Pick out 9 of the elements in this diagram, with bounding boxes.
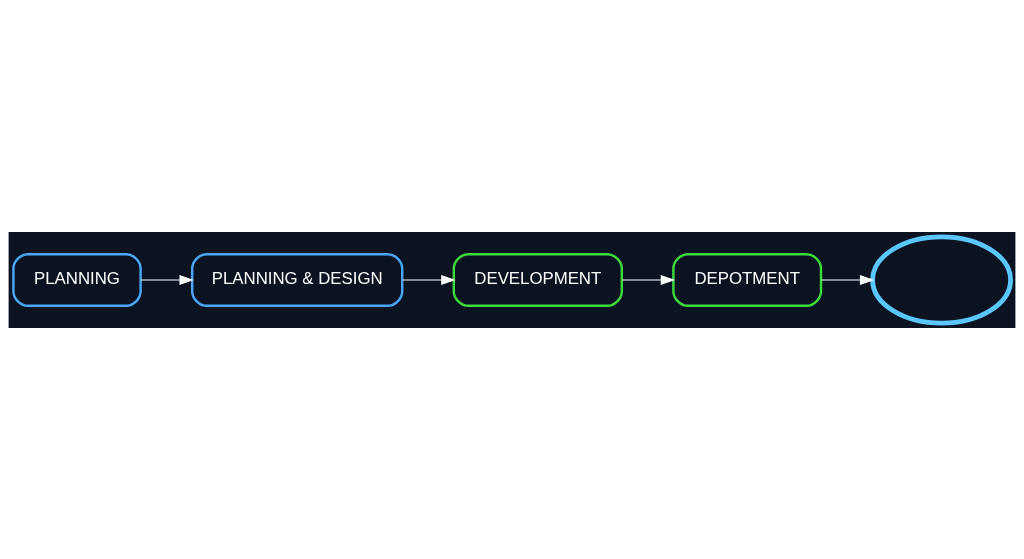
arrow [140,274,194,285]
node-box: PLANNING & DESIGN [191,252,404,307]
arrow [401,274,456,285]
node-box: DEPOTMENT [672,252,823,307]
node-cloud [870,233,1013,326]
node-box: DEVELOPMENT [452,252,623,307]
arrow [621,274,676,285]
arrow [820,274,875,285]
node-box: PLANNING [12,252,142,307]
